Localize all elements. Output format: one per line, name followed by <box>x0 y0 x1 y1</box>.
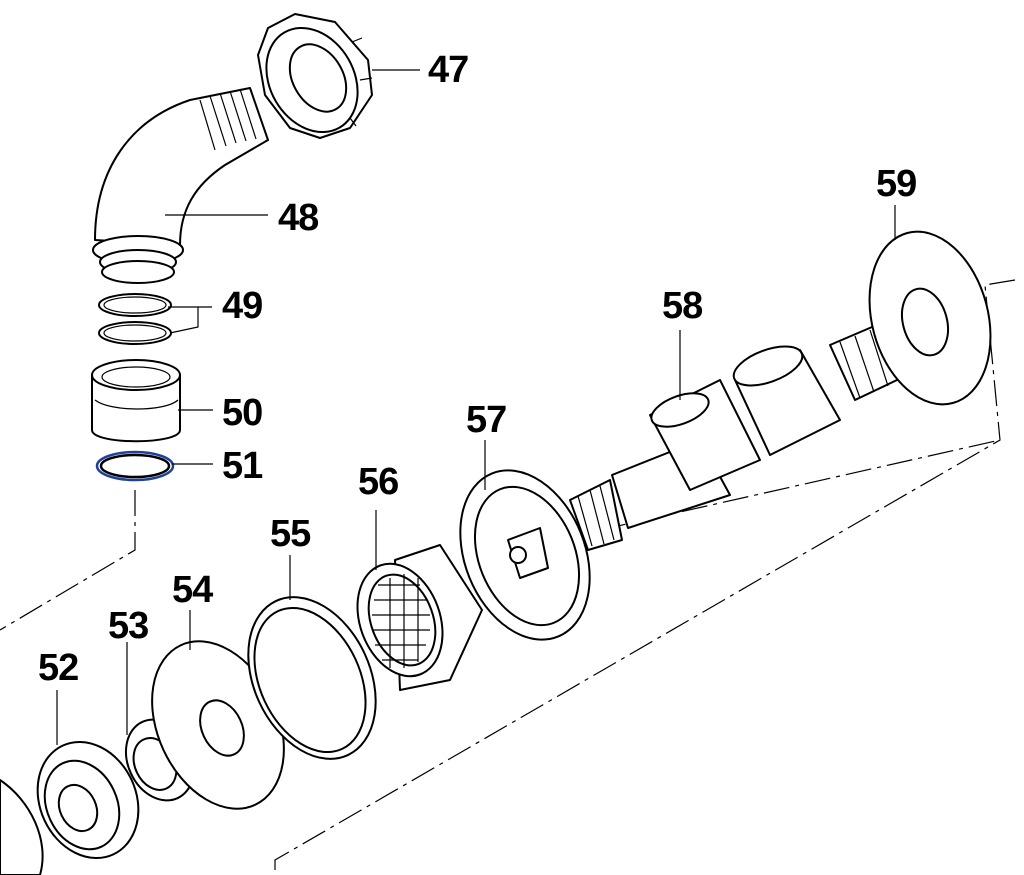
part-59-end-flange[interactable] <box>851 218 1009 418</box>
callout-56: 56 <box>358 461 398 503</box>
callout-labels: 47 48 49 50 51 52 53 54 55 56 57 58 59 <box>38 49 917 689</box>
part-55-seal-ring[interactable] <box>224 576 401 779</box>
part-52-ball-bearing[interactable] <box>0 725 157 875</box>
assembly-center-lines <box>0 279 1016 875</box>
callout-57: 57 <box>466 399 506 441</box>
callout-51: 51 <box>222 445 263 487</box>
callout-48: 48 <box>278 197 318 239</box>
part-57-flange-seal[interactable] <box>436 451 613 659</box>
leader-lines <box>56 69 896 745</box>
part-50-sleeve[interactable] <box>91 359 181 443</box>
part-56-needle-bearing[interactable] <box>343 544 483 691</box>
callout-52: 52 <box>38 647 78 689</box>
callout-54: 54 <box>172 569 213 611</box>
part-49-o-rings[interactable] <box>98 293 172 345</box>
callout-47: 47 <box>428 49 468 91</box>
part-48-elbow-fitting[interactable] <box>92 87 269 284</box>
callout-58: 58 <box>662 285 702 327</box>
part-51-circlip[interactable] <box>95 450 175 482</box>
callout-50: 50 <box>222 392 262 434</box>
part-47-cap-nut[interactable] <box>248 11 376 148</box>
callout-53: 53 <box>108 605 148 647</box>
callout-59: 59 <box>876 163 916 205</box>
callout-55: 55 <box>270 513 311 555</box>
callout-49: 49 <box>222 285 262 327</box>
